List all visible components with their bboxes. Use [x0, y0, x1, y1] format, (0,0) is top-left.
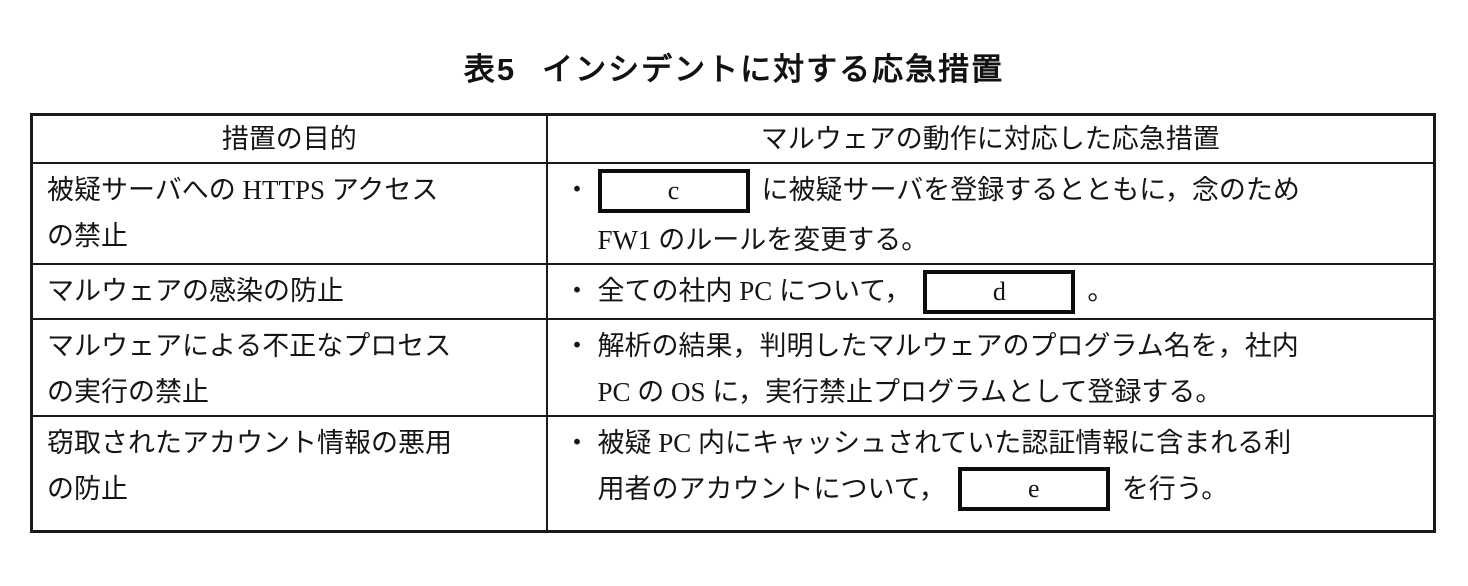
bullet: ・	[563, 330, 591, 361]
bullet: ・	[563, 427, 591, 458]
emergency-measures-table: 措置の目的 マルウェアの動作に対応した応急措置 被疑サーバへの HTTPS アク…	[30, 113, 1436, 534]
purpose-text: マルウェアによる不正なプロセス の実行の禁止	[47, 330, 452, 407]
purpose-text: 窃取されたアカウント情報の悪用 の防止	[47, 427, 452, 504]
table-row-account-abuse-prevention: 窃取されたアカウント情報の悪用 の防止 ・ 被疑 PC 内にキャッシュされていた…	[30, 414, 1436, 533]
table-caption-title: インシデントに対する応急措置	[542, 52, 1005, 87]
table-caption: 表5 インシデントに対する応急措置	[0, 44, 1468, 89]
measure-text-post: を行う。	[1121, 473, 1229, 504]
answer-blank-d: d	[923, 269, 1076, 314]
bullet: ・	[563, 175, 591, 205]
header-purpose: 措置の目的	[30, 113, 548, 164]
measure-cell: ・ 被疑 PC 内にキャッシュされていた認証情報に含まれる利 用者のアカウントに…	[545, 414, 1436, 533]
measure-text: に被疑サーバを登録するとともに，念のため FW1 のルールを変更する。	[597, 175, 1300, 255]
purpose-cell: マルウェアの感染の防止	[30, 262, 548, 320]
header-measure: マルウェアの動作に対応した応急措置	[545, 113, 1436, 164]
answer-blank-d-label: d	[992, 276, 1006, 306]
table-caption-number: 表5	[463, 52, 517, 87]
answer-blank-e: e	[957, 467, 1110, 512]
answer-blank-c: c	[597, 168, 750, 213]
measure-cell: ・ 全ての社内 PC について， d 。	[545, 262, 1436, 320]
measure-cell: ・ 解析の結果，判明したマルウェアのプログラム名を，社内 PC の OS に，実…	[545, 317, 1436, 417]
measure-text-pre: 全ての社内 PC について，	[597, 275, 912, 306]
table-header-row: 措置の目的 マルウェアの動作に対応した応急措置	[30, 113, 1436, 164]
table-row-process-block: マルウェアによる不正なプロセス の実行の禁止 ・ 解析の結果，判明したマルウェア…	[30, 317, 1436, 417]
bullet: ・	[563, 275, 591, 306]
purpose-cell: マルウェアによる不正なプロセス の実行の禁止	[30, 317, 548, 417]
answer-blank-e-label: e	[1028, 474, 1040, 504]
purpose-cell: 窃取されたアカウント情報の悪用 の防止	[30, 414, 548, 533]
purpose-cell: 被疑サーバへの HTTPS アクセス の禁止	[30, 162, 548, 265]
purpose-text: マルウェアの感染の防止	[47, 275, 344, 306]
measure-text-pre: 被疑 PC 内にキャッシュされていた認証情報に含まれる利 用者のアカウントについ…	[597, 427, 1292, 504]
measure-text: 解析の結果，判明したマルウェアのプログラム名を，社内 PC の OS に，実行禁…	[597, 330, 1299, 407]
purpose-text: 被疑サーバへの HTTPS アクセス の禁止	[47, 175, 439, 251]
answer-blank-c-label: c	[667, 175, 680, 205]
table-row-infection-prevention: マルウェアの感染の防止 ・ 全ての社内 PC について， d 。	[30, 262, 1436, 320]
measure-text-post: 。	[1087, 275, 1115, 306]
document-page: 表5 インシデントに対する応急措置 措置の目的 マルウェアの動作に対応した応急措置…	[0, 44, 1468, 586]
